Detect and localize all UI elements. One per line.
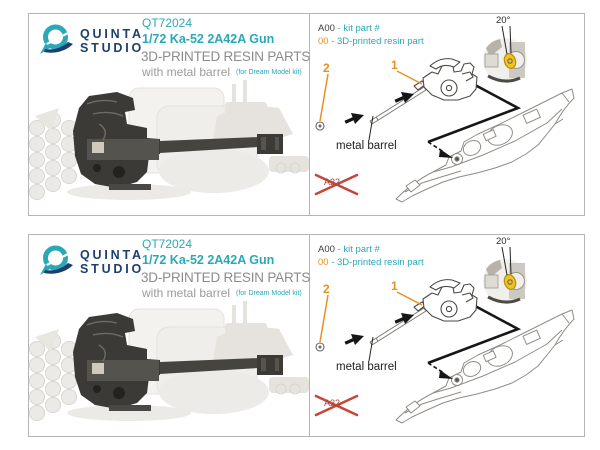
assembly-diagram-section: A00 - kit part # 00 - 3D-printed resin p…	[310, 235, 583, 436]
kit-compatibility-note: (for Dream Model kit)	[236, 69, 302, 76]
legend-kit-label: - kit part #	[337, 244, 380, 255]
quinta-studio-logo: QUINTA STUDIO	[39, 23, 144, 59]
product-name: 1/72 Ka-52 2A42A Gun	[142, 253, 275, 267]
legend-kit-part-line: A00 - kit part #	[318, 23, 380, 34]
angle-label: 20°	[496, 236, 511, 247]
product-type: 3D-PRINTED RESIN PARTS	[141, 270, 311, 285]
legend-resin-code: 00	[318, 36, 329, 47]
part-callout-1: 1	[391, 58, 398, 72]
instruction-panel: QUINTA STUDIO QT72024 1/72 Ka-52 2A42A G…	[28, 234, 585, 437]
logo-word-quinta: QUINTA	[80, 27, 144, 41]
kit-compatibility-note: (for Dream Model kit)	[236, 290, 302, 297]
product-photo	[29, 297, 309, 435]
logo-word-studio: STUDIO	[80, 41, 145, 55]
quinta-q-swoosh-icon	[39, 23, 75, 59]
assembly-diagram-section: A00 - kit part # 00 - 3D-printed resin p…	[310, 14, 583, 215]
part-callout-2: 2	[323, 61, 330, 75]
metal-barrel-label: metal barrel	[336, 361, 397, 373]
product-name: 1/72 Ka-52 2A42A Gun	[142, 32, 275, 46]
legend-resin-part-line: 00 - 3D-printed resin part	[318, 257, 424, 268]
not-used-kit-part-label: A22	[324, 177, 341, 187]
part-callout-1: 1	[391, 279, 398, 293]
legend-resin-label: - 3D-printed resin part	[331, 36, 424, 47]
logo-word-studio: STUDIO	[80, 262, 145, 276]
legend-kit-part-line: A00 - kit part #	[318, 244, 380, 255]
instruction-panel: QUINTA STUDIO QT72024 1/72 Ka-52 2A42A G…	[28, 13, 585, 216]
metal-barrel-label: metal barrel	[336, 140, 397, 152]
product-subtitle: with metal barrel	[142, 65, 231, 79]
quinta-q-swoosh-icon	[39, 244, 75, 280]
product-info-section: QUINTA STUDIO QT72024 1/72 Ka-52 2A42A G…	[29, 235, 310, 436]
logo-wordmark: QUINTA STUDIO	[80, 27, 144, 55]
legend-kit-code: A00	[318, 23, 335, 34]
product-info-section: QUINTA STUDIO QT72024 1/72 Ka-52 2A42A G…	[29, 14, 310, 215]
not-used-kit-part-label: A22	[324, 398, 341, 408]
legend-kit-code: A00	[318, 244, 335, 255]
legend-resin-label: - 3D-printed resin part	[331, 257, 424, 268]
legend-kit-label: - kit part #	[337, 23, 380, 34]
product-subtitle: with metal barrel	[142, 286, 231, 300]
logo-wordmark: QUINTA STUDIO	[80, 248, 144, 276]
product-photo	[29, 76, 309, 214]
product-type: 3D-PRINTED RESIN PARTS	[141, 49, 311, 64]
quinta-studio-logo: QUINTA STUDIO	[39, 244, 144, 280]
legend-resin-part-line: 00 - 3D-printed resin part	[318, 36, 424, 47]
angle-label: 20°	[496, 15, 511, 26]
legend-resin-code: 00	[318, 257, 329, 268]
logo-word-quinta: QUINTA	[80, 248, 144, 262]
product-code: QT72024	[142, 16, 193, 30]
part-callout-2: 2	[323, 282, 330, 296]
product-code: QT72024	[142, 237, 193, 251]
